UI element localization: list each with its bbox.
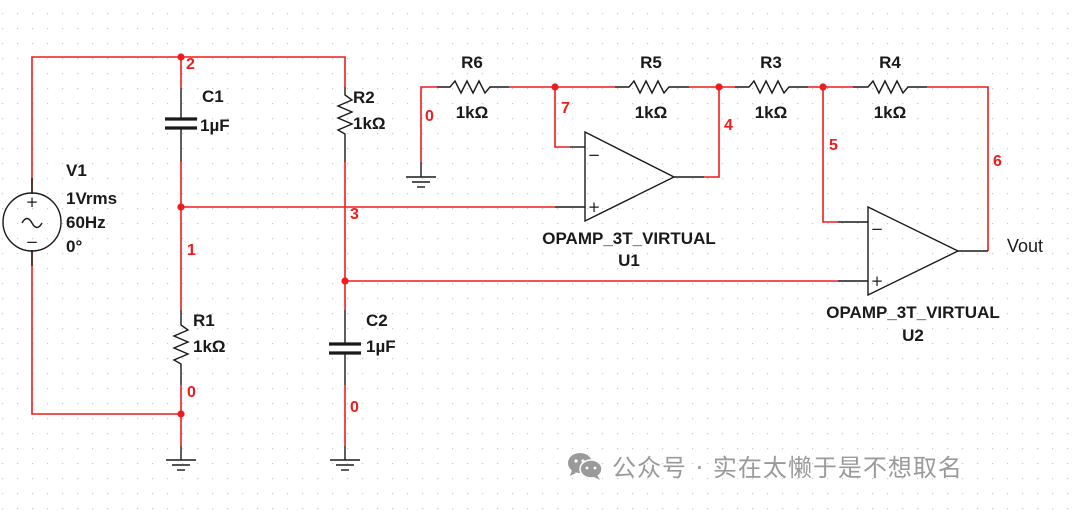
ground-icon [330,446,360,471]
wire-v1-bottom[interactable] [31,251,181,415]
v1-minus-sign: − [26,233,39,251]
junction-dot [819,83,827,91]
opamp-u2[interactable]: − + [838,205,988,297]
wire-net-2-top[interactable] [31,56,346,193]
u1-inverting-sign: − [588,146,601,164]
r6-value-label: 1kΩ [456,103,489,122]
r2-value-label: 1kΩ [353,114,386,133]
u2-model-label: OPAMP_3T_VIRTUAL [826,303,1000,322]
net-label-5: 5 [829,137,838,154]
junction-dot [341,277,349,285]
c2-name-label: C2 [366,311,388,330]
c2-value-label: 1µF [366,337,396,356]
u1-model-label: OPAMP_3T_VIRTUAL [542,229,716,248]
c1-value-label: 1µF [200,116,230,135]
wire-r6-ground[interactable] [420,86,437,162]
watermark-text: 公众号 · 实在太懒于是不想取名 [612,454,963,482]
v1-amplitude-label: 1Vrms [66,189,117,208]
r6-name-label: R6 [461,53,483,72]
capacitor-c1[interactable] [165,88,197,162]
ground-icon [406,162,436,188]
junction-dot [177,203,185,211]
net-label-4: 4 [724,117,733,134]
junctions [177,53,827,418]
r3-name-label: R3 [760,53,782,72]
opamp-triangle-icon [584,130,676,223]
resistor-r1[interactable] [172,310,190,385]
junction-dot [715,83,723,91]
net-label-3: 3 [350,206,359,223]
r5-value-label: 1kΩ [635,103,668,122]
v1-plus-sign: + [26,193,39,211]
wire-net-6[interactable] [927,86,989,251]
resistor-r2[interactable] [336,87,354,162]
net-label-0: 0 [350,399,359,416]
r2-name-label: R2 [353,88,375,107]
junction-dot [177,53,185,61]
net-label-1: 1 [187,242,196,259]
wire-net-5-to-u2-inv[interactable] [822,87,838,223]
ground-icon [166,446,196,471]
u1-noninverting-sign: + [588,198,601,216]
resistor-r3[interactable] [735,79,808,95]
vout-label: Vout [1007,236,1043,256]
net-label-6: 6 [993,153,1002,170]
wire-net-4-to-u1-out[interactable] [704,87,720,178]
opamp-u1[interactable]: − + [555,130,704,223]
capacitor-c2[interactable] [329,310,361,385]
net-label-0: 0 [187,384,196,401]
resistor-r6[interactable] [437,79,509,95]
opamp-triangle-icon [867,205,960,297]
u2-noninverting-sign: + [871,272,884,290]
u1-ref-label: U1 [618,251,640,270]
v1-phase-label: 0° [66,237,82,256]
r4-name-label: R4 [879,53,901,72]
r1-name-label: R1 [193,311,215,330]
junction-dot [551,83,559,91]
resistor-r5[interactable] [615,79,689,95]
r3-value-label: 1kΩ [755,103,788,122]
source-v1[interactable]: + − [2,178,62,266]
resistor-r4[interactable] [853,79,927,95]
r4-value-label: 1kΩ [874,103,907,122]
sine-wave-icon [21,217,43,229]
v1-frequency-label: 60Hz [66,213,106,232]
c1-name-label: C1 [202,87,224,106]
net-label-7: 7 [561,100,570,117]
watermark: 公众号 · 实在太懒于是不想取名 [566,448,963,483]
junction-dot [177,410,185,418]
net-label-0: 0 [425,108,434,125]
r1-value-label: 1kΩ [193,337,226,356]
wires [31,56,989,446]
wechat-icon [568,452,603,480]
v1-name-label: V1 [66,161,87,180]
u2-ref-label: U2 [902,326,924,345]
u2-inverting-sign: − [871,220,884,238]
net-label-2: 2 [186,56,195,73]
wire-net-7-to-u1-inv[interactable] [554,87,570,148]
ac-source-icon [2,192,62,252]
r5-name-label: R5 [640,53,662,72]
